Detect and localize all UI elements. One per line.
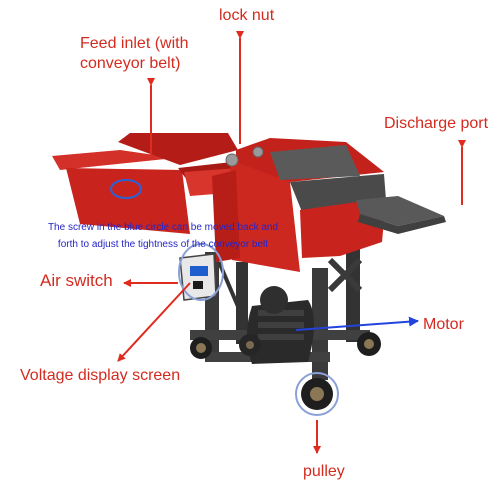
motor [239, 286, 314, 364]
air-switch-label: Air switch [40, 271, 113, 290]
lock-nut-label: lock nut [219, 7, 275, 24]
screw-adjustment-note: The screw in the blue circle can be move… [47, 222, 279, 250]
discharge-port-label: Discharge port [384, 115, 489, 132]
motor-arrow [295, 316, 419, 331]
callout-arrows [117, 31, 466, 454]
wheels [190, 332, 381, 410]
voltage-display-arrow [117, 282, 191, 362]
callout-circles [110, 179, 339, 416]
feed-inlet-label: Feed inlet (with conveyor belt) [80, 35, 189, 72]
lock-nut [225, 146, 264, 167]
voltage-display-label: Voltage display screen [20, 367, 181, 384]
air-switch-box [179, 253, 217, 301]
machine-body [52, 133, 386, 272]
discharge-tray [356, 196, 446, 234]
pulley-label: pulley [303, 463, 345, 480]
motor-label: Motor [423, 316, 464, 333]
